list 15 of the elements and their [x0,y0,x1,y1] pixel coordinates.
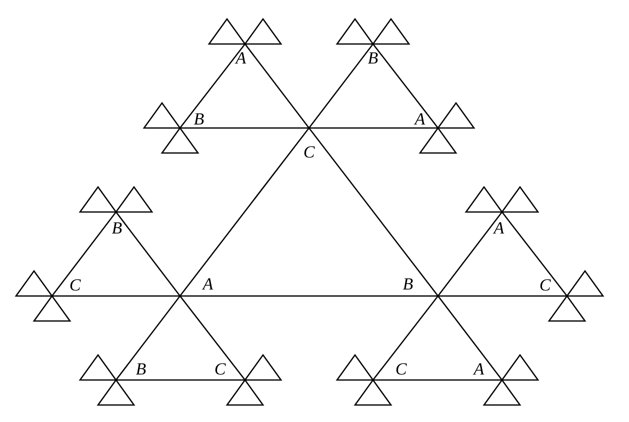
vertex-label: C [395,360,407,378]
vertex-label: B [368,50,378,66]
vertex-label: A [494,220,504,236]
vertex-label: A [414,110,426,128]
vertex-label: C [303,144,315,160]
vertex-label: B [136,360,146,378]
vertex-label: A [202,276,214,292]
vertex-label: C [539,276,551,294]
vertex-label: C [69,276,81,294]
vertex-label: C [214,360,226,378]
vertex-label: B [112,220,122,236]
vertex-label: B [194,110,204,128]
vertex-label: A [236,50,246,66]
vertex-label: A [474,360,484,378]
vertex-label: B [402,276,414,292]
